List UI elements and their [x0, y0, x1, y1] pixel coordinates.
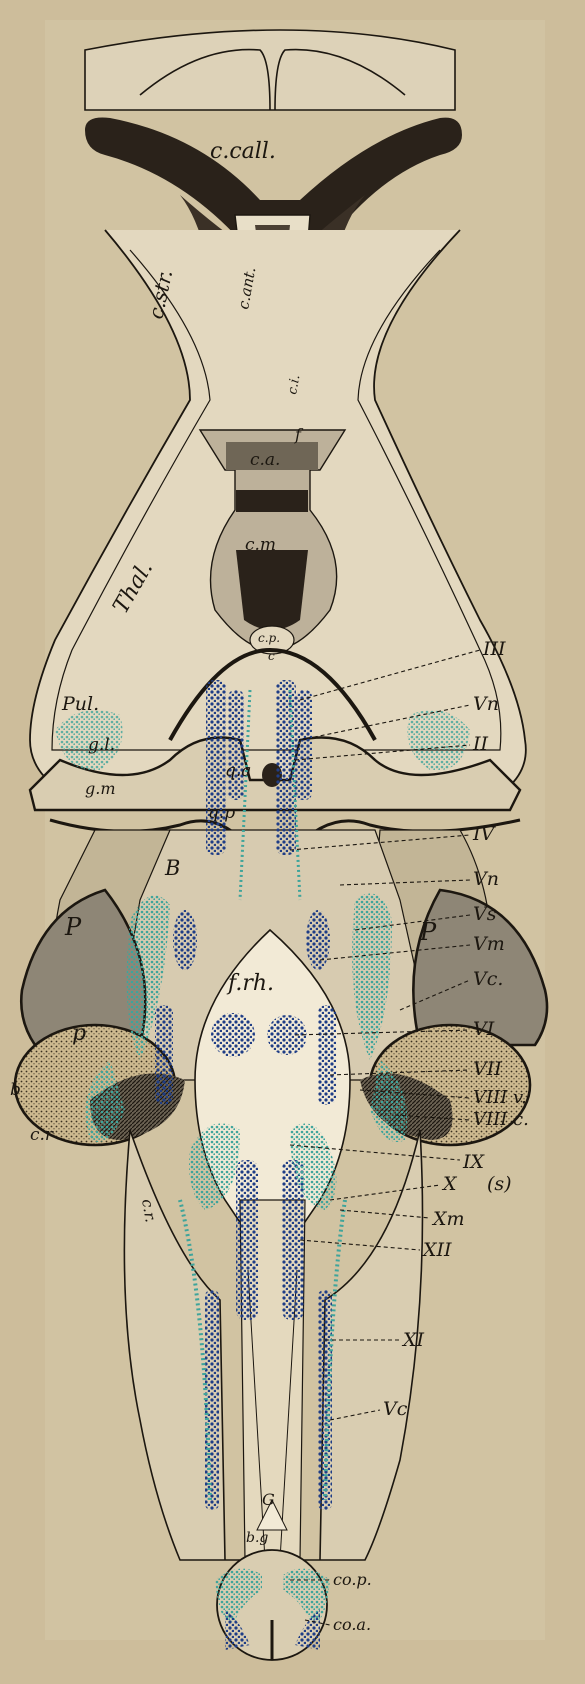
- label-f-rh: f.rh.: [226, 971, 274, 996]
- leader-label-IX: IX: [462, 1151, 486, 1173]
- nucleus-VI-left: [211, 1013, 255, 1057]
- leader-label-VII: VII: [473, 1058, 502, 1080]
- nucleus-III-right: [276, 680, 296, 855]
- label-b: b: [10, 1080, 21, 1100]
- leader-label-Vn-lower: Vn: [473, 868, 499, 890]
- nucleus-IV-right: [296, 690, 312, 800]
- leader-label-X: X: [441, 1173, 458, 1195]
- leader-label-VIIIc: VIII c.: [473, 1109, 529, 1130]
- leader-label-Vc-lower: Vc: [383, 1398, 408, 1420]
- label-p-left: p: [72, 1021, 86, 1046]
- leader-label-coa: co.a.: [333, 1615, 371, 1634]
- leader-label-cop: co.p.: [333, 1570, 372, 1589]
- leader-label-Vn-upper: Vn: [473, 693, 499, 715]
- label-c-r-outer: c.r: [30, 1125, 54, 1145]
- leader-label-IV: IV: [472, 823, 497, 845]
- label-pul: Pul.: [61, 693, 99, 715]
- leader-label-XII: XII: [421, 1239, 452, 1261]
- leader-label-VIIIv: VIII v.: [473, 1087, 527, 1108]
- label-G: G: [262, 1490, 275, 1509]
- leader-label-Vs: Vs: [473, 903, 497, 925]
- leader-label-Xm: Xm: [431, 1208, 465, 1230]
- leader-label-Vc-upper: Vc.: [473, 968, 503, 990]
- leader-label-III: III: [482, 638, 506, 660]
- label-q-p: q.p: [208, 803, 235, 823]
- nucleus-XII-left: [236, 1160, 258, 1320]
- leader-label-XI: XI: [401, 1329, 425, 1351]
- label-P-left: P: [64, 913, 82, 941]
- nucleus-VI-right: [267, 1015, 307, 1055]
- nucleus-Vm-left: [173, 910, 197, 970]
- nucleus-Vm-right: [306, 910, 330, 970]
- label-c-a: c.a.: [250, 450, 280, 470]
- label-c-m: c.m: [245, 535, 276, 555]
- dark-band-1: [236, 490, 308, 512]
- leader-label-s: (s): [487, 1173, 512, 1195]
- nucleus-III-left: [206, 680, 226, 855]
- leader-label-VI: VI: [473, 1018, 495, 1040]
- label-q-a: q.a: [225, 761, 251, 781]
- label-g-m: g.m: [85, 779, 116, 798]
- label-P-right: P: [419, 918, 437, 946]
- label-B: B: [164, 856, 180, 880]
- dark-band-2: [236, 550, 308, 630]
- label-g-l: g.l.: [88, 735, 115, 755]
- label-b-g: b.g: [246, 1530, 268, 1546]
- label-c-p: c.p.: [258, 631, 280, 645]
- leader-label-Vm: Vm: [473, 933, 505, 955]
- leader-label-II: II: [472, 733, 489, 755]
- nucleus-XI-left: [205, 1290, 219, 1510]
- label-c: c: [268, 649, 275, 663]
- nucleus-VII-right: [318, 1005, 336, 1105]
- nucleus-IV-left: [228, 690, 244, 800]
- label-c-call: c.call.: [210, 139, 276, 164]
- nucleus-VII-left: [155, 1005, 173, 1105]
